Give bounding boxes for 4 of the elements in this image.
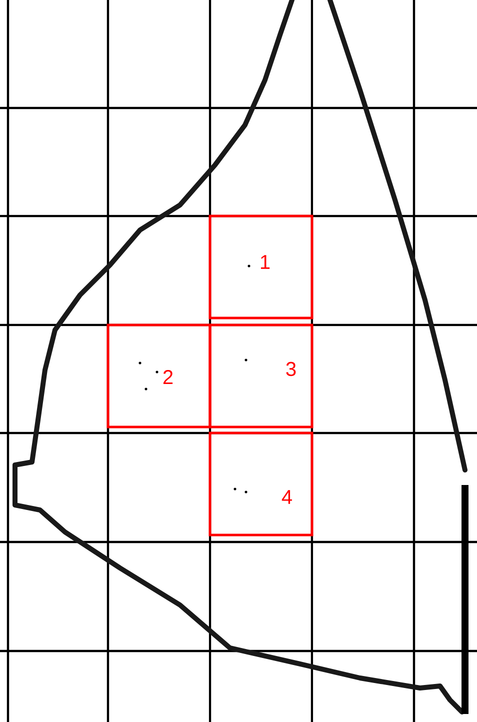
- grid-cell: 2: [106, 324, 212, 428]
- grid-cell: 3: [208, 324, 314, 428]
- grid-cell: 4: [208, 432, 314, 536]
- grid-cell: 1: [208, 214, 314, 320]
